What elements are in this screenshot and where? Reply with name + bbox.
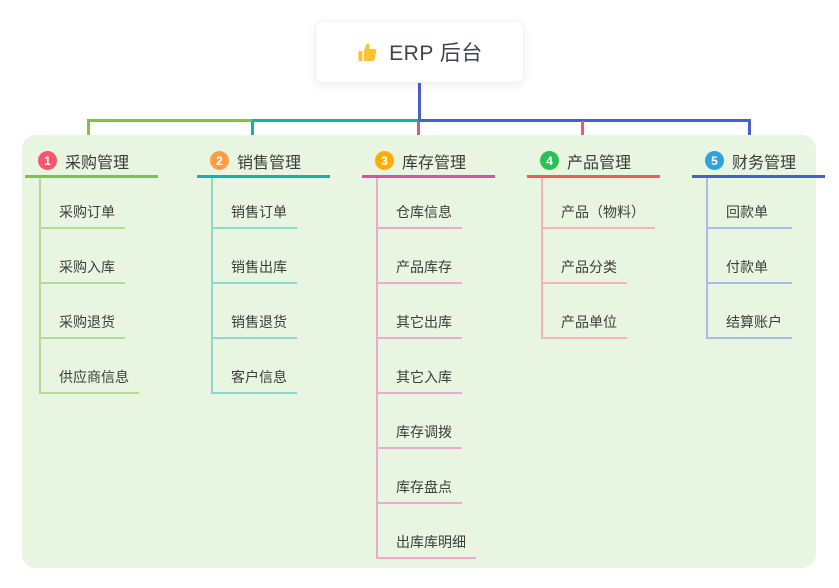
branch-item[interactable]: 结算账户 xyxy=(708,284,792,339)
connector-drop-branch-2 xyxy=(251,121,254,146)
root-label: ERP 后台 xyxy=(389,42,483,65)
branch-item[interactable]: 销售出库 xyxy=(213,229,297,284)
branch-item[interactable]: 供应商信息 xyxy=(41,339,139,394)
branch-item[interactable]: 其它入库 xyxy=(378,339,462,394)
branch-item[interactable]: 销售订单 xyxy=(213,178,297,229)
branch-number-badge: 1 xyxy=(38,151,57,170)
branch-number-badge: 4 xyxy=(540,151,559,170)
connector-drop-branch-4 xyxy=(581,121,584,146)
connector-drop-branch-5 xyxy=(748,119,751,146)
branch-column-5: 5 财务管理回款单付款单结算账户 xyxy=(692,146,839,339)
branch-header-3[interactable]: 3 库存管理 xyxy=(362,146,495,178)
connector-trunk-mid xyxy=(252,119,419,122)
connector-drop-branch-3 xyxy=(417,121,420,146)
connector-trunk-right xyxy=(418,119,751,122)
branch-title: 采购管理 xyxy=(65,154,130,172)
branch-item[interactable]: 回款单 xyxy=(708,178,792,229)
branch-item[interactable]: 产品单位 xyxy=(543,284,627,339)
branch-column-3: 3 库存管理仓库信息产品库存其它出库其它入库库存调拨库存盘点出库库明细 xyxy=(362,146,522,559)
branch-title: 库存管理 xyxy=(402,154,467,172)
branch-title: 财务管理 xyxy=(732,154,797,172)
thumbs-up-icon xyxy=(356,41,379,64)
branch-title: 产品管理 xyxy=(567,154,632,172)
root-node[interactable]: ERP 后台 xyxy=(315,21,524,83)
branch-item[interactable]: 产品分类 xyxy=(543,229,627,284)
branch-items: 销售订单销售出库销售退货客户信息 xyxy=(211,178,357,394)
branch-items: 回款单付款单结算账户 xyxy=(706,178,839,339)
branch-item[interactable]: 付款单 xyxy=(708,229,792,284)
branch-number-badge: 5 xyxy=(705,151,724,170)
branch-item[interactable]: 仓库信息 xyxy=(378,178,462,229)
branch-number-badge: 3 xyxy=(375,151,394,170)
branch-item[interactable]: 产品（物料） xyxy=(543,178,655,229)
branch-item[interactable]: 采购入库 xyxy=(41,229,125,284)
branch-header-1[interactable]: 1 采购管理 xyxy=(25,146,158,178)
branch-item[interactable]: 库存盘点 xyxy=(378,449,462,504)
branch-item[interactable]: 其它出库 xyxy=(378,284,462,339)
branch-items: 采购订单采购入库采购退货供应商信息 xyxy=(39,178,185,394)
branch-item[interactable]: 采购退货 xyxy=(41,284,125,339)
connector-drop-branch-1 xyxy=(87,119,90,146)
branch-items: 产品（物料）产品分类产品单位 xyxy=(541,178,687,339)
branch-items: 仓库信息产品库存其它出库其它入库库存调拨库存盘点出库库明细 xyxy=(376,178,522,559)
branch-item[interactable]: 采购订单 xyxy=(41,178,125,229)
branch-item[interactable]: 库存调拨 xyxy=(378,394,462,449)
branch-header-4[interactable]: 4 产品管理 xyxy=(527,146,660,178)
branch-header-2[interactable]: 2 销售管理 xyxy=(197,146,330,178)
branch-column-1: 1 采购管理采购订单采购入库采购退货供应商信息 xyxy=(25,146,185,394)
branch-item[interactable]: 产品库存 xyxy=(378,229,462,284)
branch-column-4: 4 产品管理产品（物料）产品分类产品单位 xyxy=(527,146,687,339)
mindmap-panel xyxy=(22,135,816,568)
branch-item[interactable]: 销售退货 xyxy=(213,284,297,339)
branch-title: 销售管理 xyxy=(237,154,302,172)
branch-item[interactable]: 出库库明细 xyxy=(378,504,476,559)
connector-trunk-left xyxy=(87,119,253,122)
branch-column-2: 2 销售管理销售订单销售出库销售退货客户信息 xyxy=(197,146,357,394)
branch-item[interactable]: 客户信息 xyxy=(213,339,297,394)
branch-header-5[interactable]: 5 财务管理 xyxy=(692,146,825,178)
branch-number-badge: 2 xyxy=(210,151,229,170)
connector-root-drop xyxy=(418,83,421,121)
